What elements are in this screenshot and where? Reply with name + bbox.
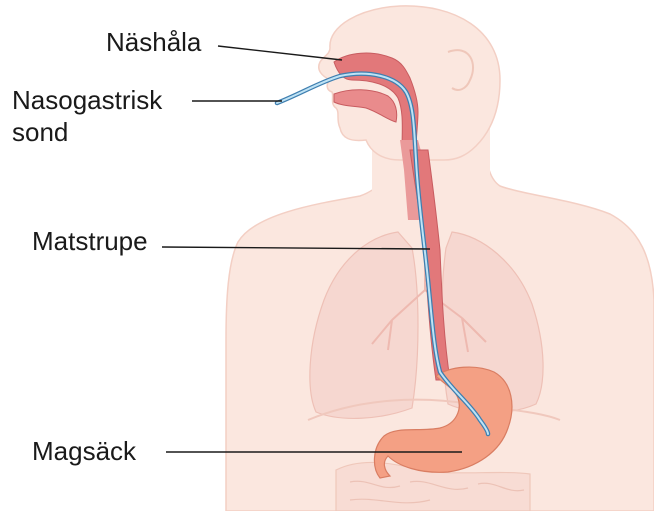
nasogastric-tube-label-line2: sond (12, 116, 162, 148)
stomach-label: Magsäck (32, 435, 136, 467)
nasal-cavity-label: Näshåla (106, 26, 201, 58)
esophagus-label: Matstrupe (32, 225, 148, 257)
nasogastric-tube-label: Nasogastrisk sond (12, 84, 162, 148)
leader-line-nasal-cavity (218, 46, 342, 60)
nasogastric-tube-label-line1: Nasogastrisk (12, 84, 162, 116)
